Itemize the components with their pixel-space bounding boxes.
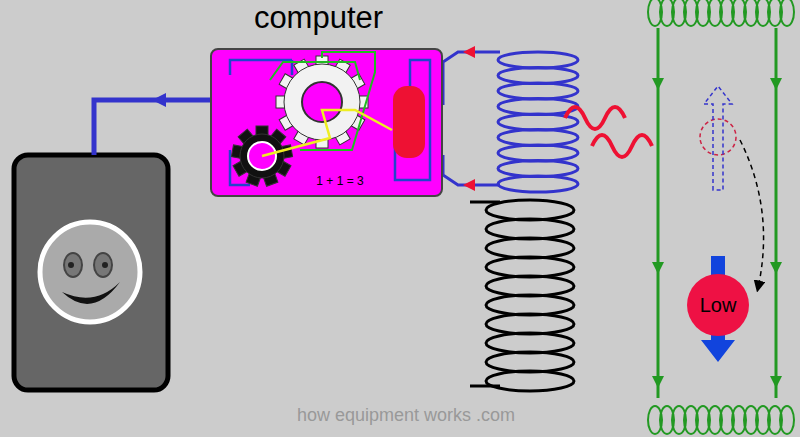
proton-label-text: Low [700,294,737,317]
rf-coil [498,52,578,192]
spin-arrow-up [704,86,732,190]
gear-mechanism [212,50,441,195]
proton-before [700,119,736,155]
gradient-coil [470,200,574,391]
output-wire [94,100,210,155]
smiley-face [40,222,140,322]
coil-wire [443,155,500,185]
radio-wave [565,107,625,129]
proton-low [687,274,749,336]
display-screen [14,155,168,390]
flip-arrow [740,140,764,288]
equation-text: 1 + 1 = 3 [316,174,363,188]
watermark: how equipment works .com [200,405,612,426]
coil-wire [443,52,500,105]
proton-label: Low [687,274,749,336]
box-title: computer [254,0,383,36]
radio-wave [592,135,652,157]
computer-box: computer1 + 1 = 3 [210,48,443,197]
magnet-coil [648,0,794,434]
